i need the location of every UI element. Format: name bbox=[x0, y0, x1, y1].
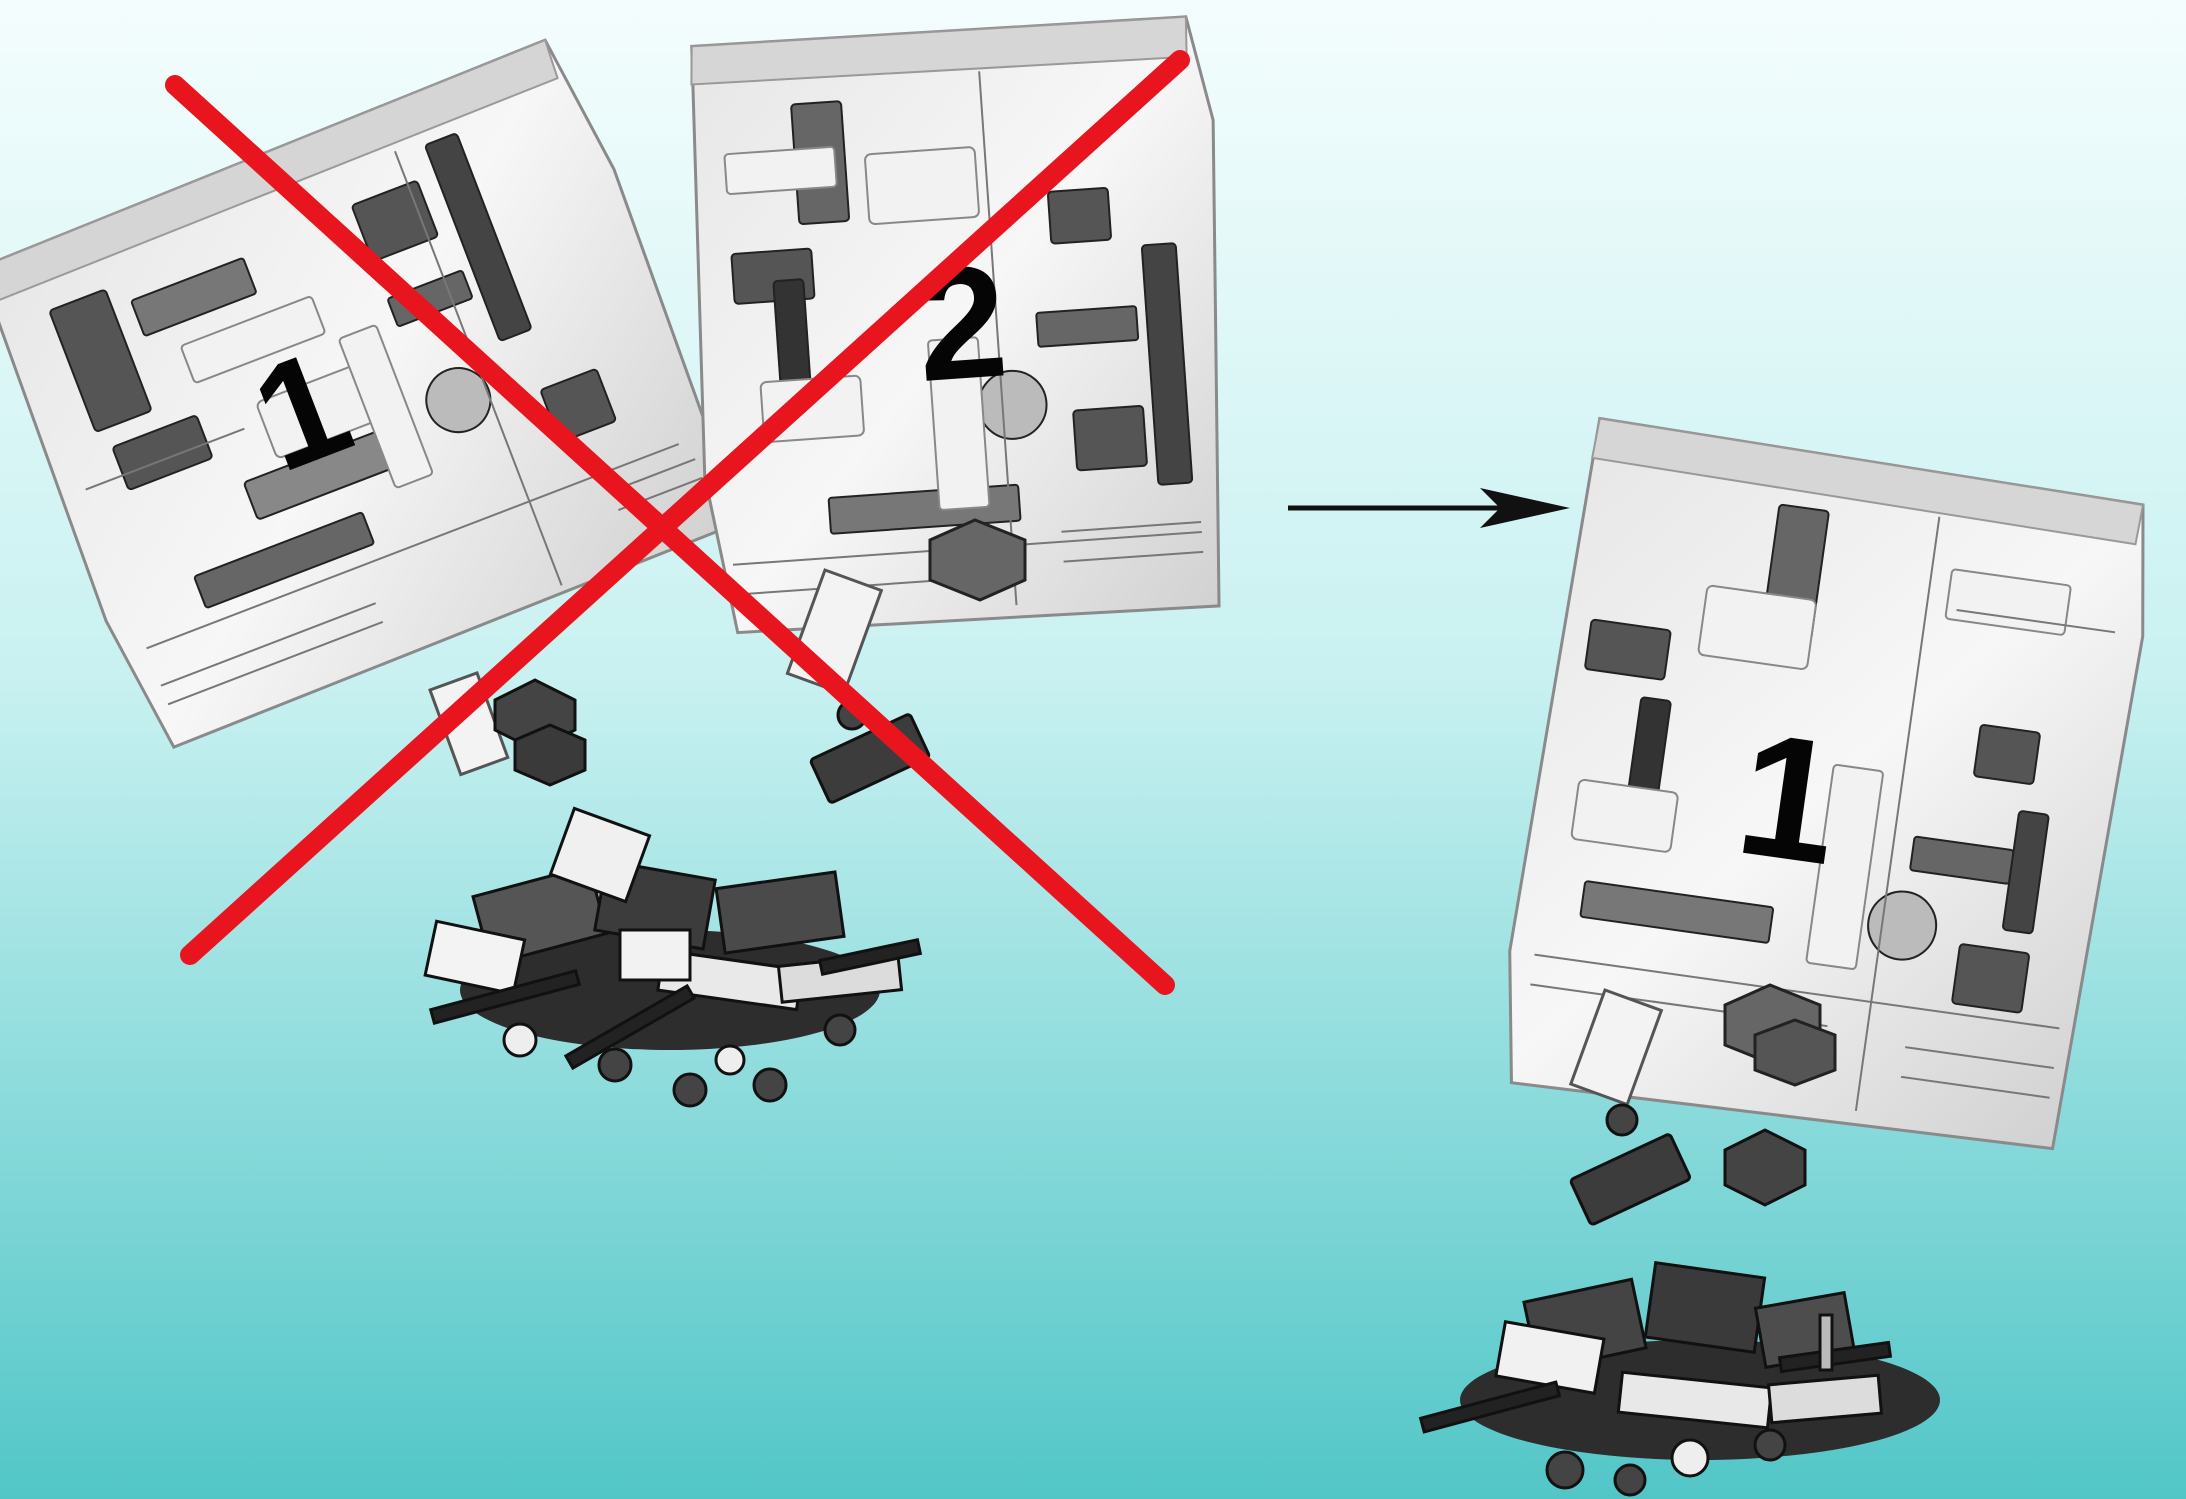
instruction-scene: 1 2 bbox=[0, 0, 2186, 1499]
